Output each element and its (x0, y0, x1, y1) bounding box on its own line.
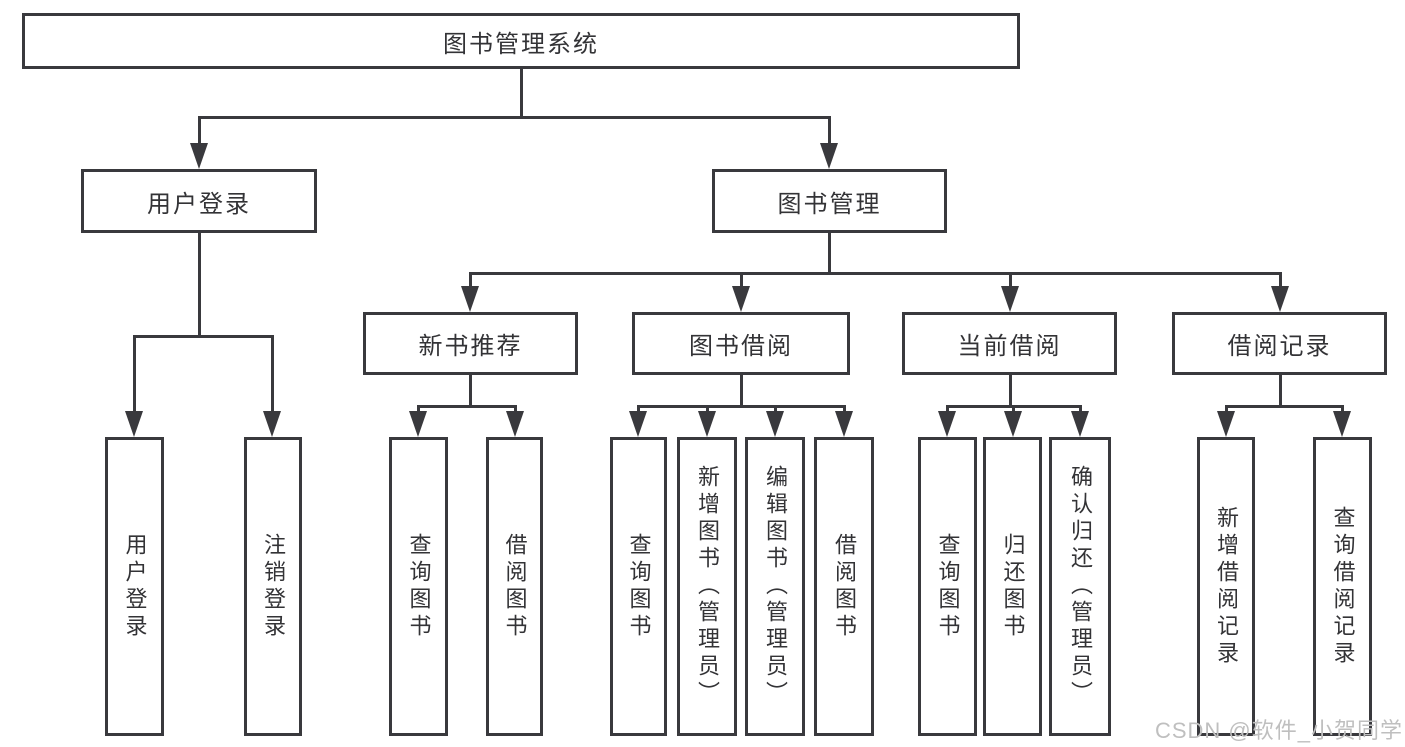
leaf-br-query-record-label: 查询借阅记录 (1330, 505, 1356, 668)
connector-bookborrow-stub (740, 375, 743, 407)
arrowhead-bookborrow (732, 286, 750, 312)
arrowhead-currentborrow (1001, 286, 1019, 312)
arrowhead-bb3 (766, 411, 784, 437)
leaf-user-login: 用户登录 (105, 437, 164, 736)
arrowhead-logout-leaf (263, 411, 281, 437)
leaf-bb-query-book: 查询图书 (610, 437, 667, 736)
connector-bookmgmt-branch (469, 272, 1281, 275)
connector-drop-currentborrow (1009, 272, 1012, 289)
leaf-cb-query-book-label: 查询图书 (935, 532, 961, 641)
connector-bookmgmt-stub (828, 233, 831, 273)
connector-drop-newbook (469, 272, 472, 289)
connector-userlogin-branch (133, 335, 274, 338)
csdn-watermark: CSDN @软件_小贺同学 (1154, 718, 1403, 743)
leaf-nb-query-book-label: 查询图书 (406, 532, 432, 641)
connector-drop-bookborrow (740, 272, 743, 289)
leaf-bb-query-book-label: 查询图书 (626, 532, 652, 641)
arrowhead-bb2 (698, 411, 716, 437)
arrowhead-br2 (1333, 411, 1351, 437)
arrowhead-bb1 (629, 411, 647, 437)
connector-drop-cb1 (946, 405, 949, 415)
arrowhead-userlogin (190, 143, 208, 169)
leaf-cb-confirm-return-admin-label: 确认归还（管理员） (1068, 465, 1093, 708)
leaf-cb-query-book: 查询图书 (918, 437, 977, 736)
connector-drop-bb1 (637, 405, 640, 415)
connector-newbook-branch (417, 405, 517, 408)
connector-currentborrow-stub (1009, 375, 1012, 407)
arrowhead-cb1 (938, 411, 956, 437)
leaf-cb-confirm-return-admin: 确认归还（管理员） (1049, 437, 1111, 736)
node-current-borrow-label: 当前借阅 (957, 333, 1062, 360)
node-root-label: 图书管理系统 (443, 30, 599, 58)
connector-borrowrecord-stub (1279, 375, 1282, 407)
leaf-logout: 注销登录 (244, 437, 302, 736)
connector-drop-borrowrecord (1279, 272, 1282, 289)
leaf-bb-borrow-book: 借阅图书 (814, 437, 874, 736)
connector-drop-bb3 (774, 405, 777, 415)
node-new-book-recommend: 新书推荐 (363, 312, 578, 375)
connector-borrowrecord-branch (1225, 405, 1344, 408)
arrowhead-cb3 (1071, 411, 1089, 437)
leaf-nb-borrow-book: 借阅图书 (486, 437, 543, 736)
leaf-bb-borrow-book-label: 借阅图书 (832, 532, 857, 641)
arrowhead-nb2 (506, 411, 524, 437)
leaf-bb-edit-book-admin-label: 编辑图书（管理员） (763, 465, 788, 708)
connector-drop-br2 (1341, 405, 1344, 415)
connector-drop-cb2 (1012, 405, 1015, 415)
connector-drop-nb1 (417, 405, 420, 415)
connector-drop-br1 (1225, 405, 1228, 415)
connector-drop-nb2 (514, 405, 517, 415)
node-user-login-label: 用户登录 (147, 190, 251, 218)
node-borrow-record-label: 借阅记录 (1227, 333, 1332, 360)
connector-bookborrow-branch (637, 405, 846, 408)
connector-drop-login-leaf (133, 335, 136, 413)
connector-root-stub (520, 69, 523, 117)
node-user-login: 用户登录 (81, 169, 317, 233)
connector-drop-bb4 (843, 405, 846, 415)
leaf-br-query-record: 查询借阅记录 (1313, 437, 1372, 736)
arrowhead-login-leaf (125, 411, 143, 437)
connector-root-branch (198, 116, 831, 119)
connector-drop-cb3 (1079, 405, 1082, 415)
arrowhead-nb1 (409, 411, 427, 437)
node-book-management-label: 图书管理 (777, 190, 882, 218)
connector-userlogin-stub (198, 233, 201, 336)
connector-drop-userlogin (198, 116, 201, 145)
leaf-br-add-record-label: 新增借阅记录 (1214, 505, 1239, 668)
node-borrow-record: 借阅记录 (1172, 312, 1387, 375)
connector-drop-logout-leaf (271, 335, 274, 413)
leaf-cb-return-book: 归还图书 (983, 437, 1042, 736)
leaf-cb-return-book-label: 归还图书 (1000, 532, 1026, 641)
leaf-logout-label: 注销登录 (261, 532, 286, 641)
leaf-bb-add-book-admin-label: 新增图书（管理员） (695, 465, 720, 708)
leaf-user-login-label: 用户登录 (122, 532, 148, 641)
arrowhead-cb2 (1004, 411, 1022, 437)
arrowhead-br1 (1217, 411, 1235, 437)
node-book-borrow: 图书借阅 (632, 312, 850, 375)
node-root: 图书管理系统 (22, 13, 1020, 69)
leaf-bb-edit-book-admin: 编辑图书（管理员） (745, 437, 805, 736)
leaf-nb-borrow-book-label: 借阅图书 (502, 532, 528, 641)
arrowhead-bb4 (835, 411, 853, 437)
arrowhead-borrowrecord (1271, 286, 1289, 312)
leaf-br-add-record: 新增借阅记录 (1197, 437, 1255, 736)
arrowhead-bookmgmt (820, 143, 838, 169)
node-book-management: 图书管理 (712, 169, 947, 233)
connector-drop-bb2 (706, 405, 709, 415)
node-current-borrow: 当前借阅 (902, 312, 1117, 375)
connector-drop-bookmgmt (828, 116, 831, 145)
node-book-borrow-label: 图书借阅 (689, 333, 793, 360)
connector-newbook-stub (469, 375, 472, 407)
leaf-bb-add-book-admin: 新增图书（管理员） (677, 437, 737, 736)
node-new-book-recommend-label: 新书推荐 (418, 333, 523, 360)
leaf-nb-query-book: 查询图书 (389, 437, 448, 736)
arrowhead-newbook (461, 286, 479, 312)
